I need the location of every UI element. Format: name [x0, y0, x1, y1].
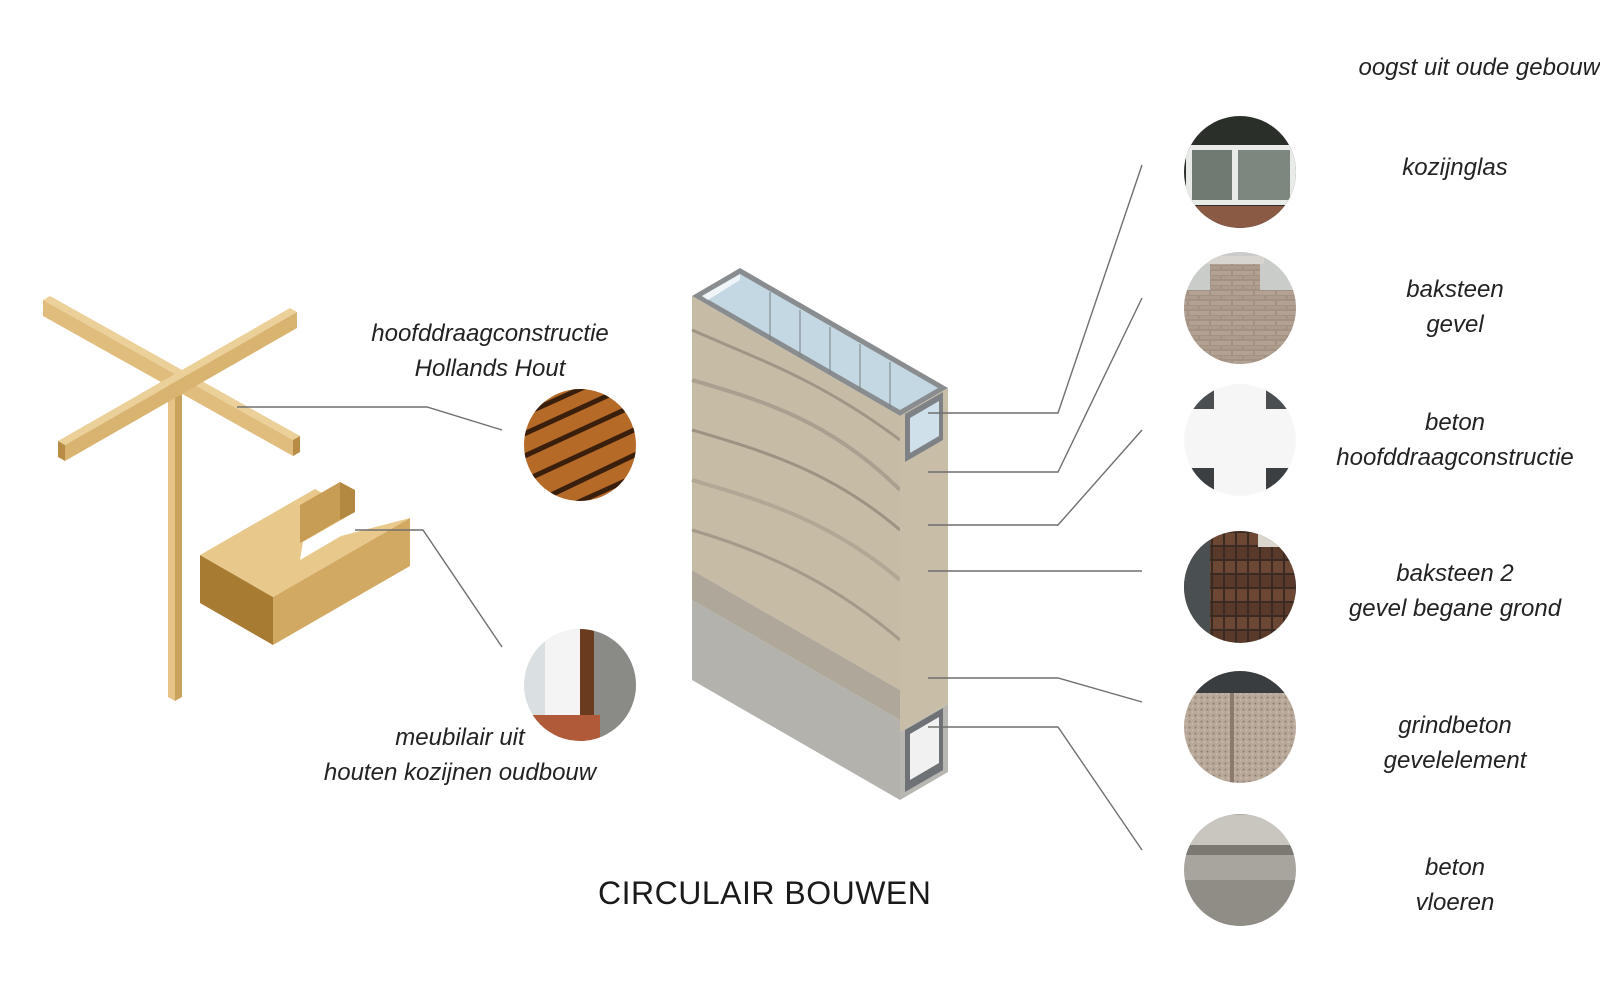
- leader-line-structure: [237, 406, 503, 431]
- photo-wood-beams: [524, 389, 636, 501]
- leader-line-furniture: [355, 529, 503, 648]
- label-furniture-line1: meubilair uit: [395, 724, 525, 751]
- timber-structure-icon: [43, 296, 300, 701]
- photo-grindbeton: [1184, 671, 1296, 783]
- label-baksteen-2: baksteen 2 gevel begane grond: [1348, 560, 1562, 622]
- photo-beton-vloeren: [1184, 814, 1296, 926]
- label-beton-vloeren: beton vloeren: [1415, 854, 1495, 916]
- label-structure: hoofddraagconstructie Hollands Hout: [330, 316, 650, 386]
- leader-line-vloeren: [928, 726, 1143, 851]
- wall-module-illustration: [691, 268, 948, 800]
- leader-lines: [237, 164, 1143, 851]
- label-grindbeton: grindbeton gevelelement: [1383, 712, 1527, 774]
- photo-window-frame: [524, 629, 636, 741]
- photo-kozijnglas: [1184, 116, 1296, 228]
- photo-beton-constructie: [1184, 384, 1296, 496]
- diagram-title: CIRCULAIR BOUWEN: [598, 875, 932, 911]
- photo-baksteen-2: [1184, 531, 1296, 643]
- label-baksteen-gevel: baksteen gevel: [1406, 276, 1504, 338]
- label-furniture: meubilair uit houten kozijnen oudbouw: [300, 720, 620, 790]
- leader-line-beton: [928, 429, 1143, 526]
- label-beton-hoofddraagconstructie: beton hoofddraagconstructie: [1336, 409, 1574, 471]
- leader-line-baksteen: [928, 297, 1143, 473]
- harvest-heading: oogst uit oude gebouw: [1358, 54, 1600, 81]
- label-furniture-line2: houten kozijnen oudbouw: [323, 759, 597, 786]
- photo-baksteen-gevel: [1184, 252, 1296, 364]
- leader-line-grindbeton: [928, 677, 1143, 703]
- leader-line-kozijnglas: [928, 164, 1143, 414]
- furniture-block-icon: [200, 482, 410, 645]
- label-kozijnglas: kozijnglas: [1402, 154, 1508, 181]
- label-structure-line2: Hollands Hout: [414, 355, 566, 382]
- label-structure-line1: hoofddraagconstructie: [371, 320, 609, 347]
